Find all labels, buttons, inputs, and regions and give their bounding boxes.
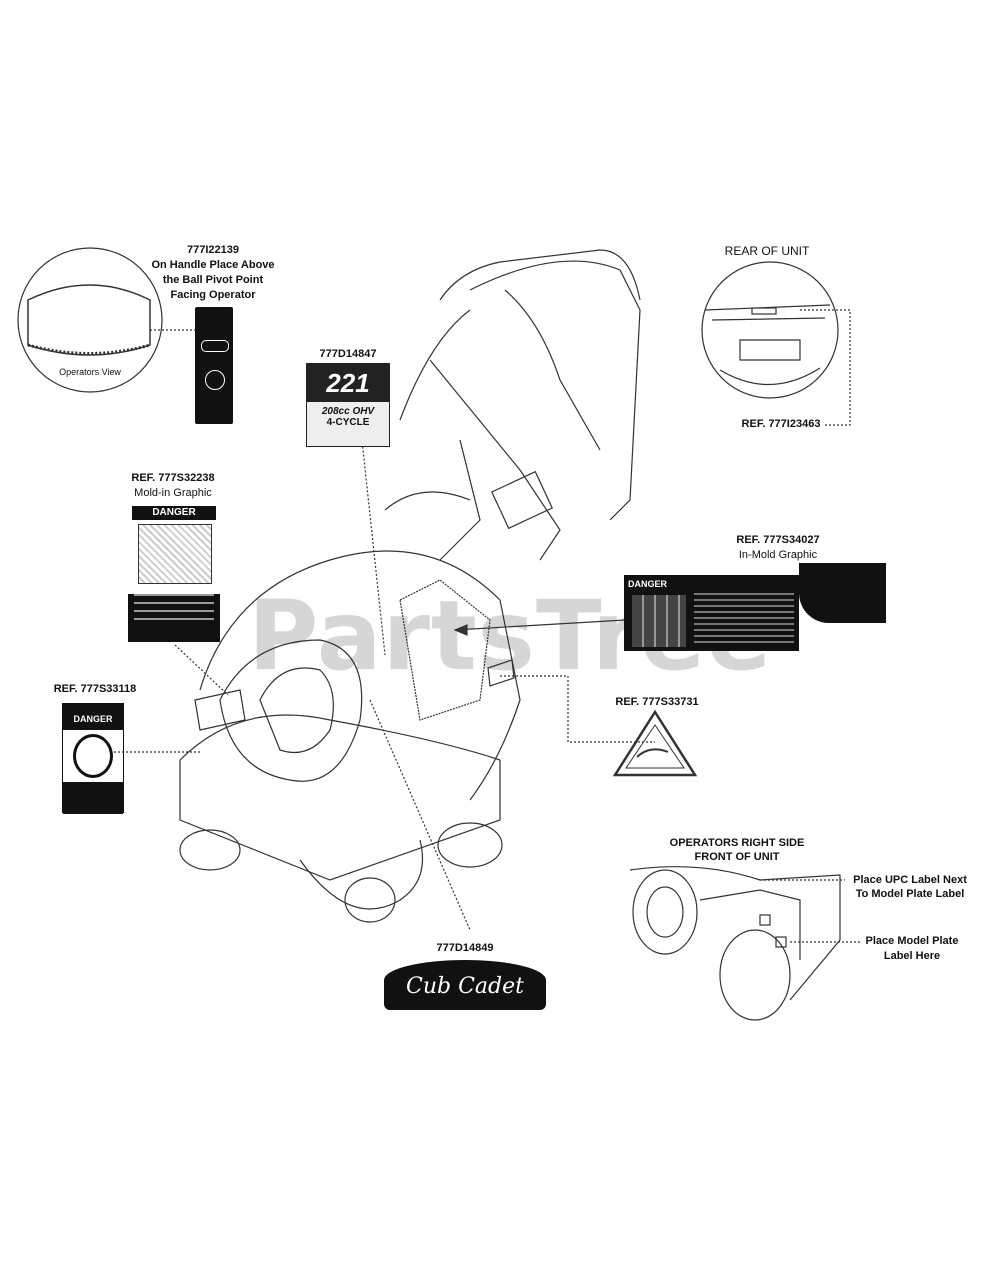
upc-label-line1: Place UPC Label Next xyxy=(853,874,967,886)
brand-logo-text: Cub Cadet xyxy=(406,974,524,999)
triangle-part-number: REF. 777S33731 xyxy=(615,696,699,708)
left-decal-part-number: REF. 777S33118 xyxy=(53,683,137,695)
model-plate-line2: Label Here xyxy=(883,950,941,962)
handle-decal xyxy=(195,307,233,424)
rear-of-unit-heading: REAR OF UNIT xyxy=(724,244,810,258)
rear-label-decal xyxy=(706,434,828,460)
warning-text-block xyxy=(128,594,220,642)
mold-in-graphic-left: DANGER xyxy=(128,506,220,642)
mold-left-part-number: REF. 777S32238 xyxy=(131,472,215,484)
mold-left-sub: Mold-in Graphic xyxy=(134,487,212,499)
warning-triangle-decal xyxy=(612,709,698,777)
in-mold-graphic-right: DANGER xyxy=(624,563,886,651)
brand-part-number: 777D14849 xyxy=(436,942,494,954)
right-danger-banner: DANGER xyxy=(628,579,668,589)
right-side-heading1: OPERATORS RIGHT SIDE xyxy=(669,837,805,849)
rear-of-unit-inset xyxy=(701,261,839,399)
handle-part-number: 777I22139 xyxy=(187,244,239,256)
hand-hazard-icon xyxy=(73,734,113,778)
right-side-heading2: FRONT OF UNIT xyxy=(694,851,780,863)
engine-badge-cc: 208cc OHV xyxy=(321,406,375,417)
brand-decal: Cub Cadet xyxy=(384,960,546,1010)
right-side-front-inset xyxy=(629,866,860,1021)
engine-badge-decal: 221 208cc OHV 4-CYCLE xyxy=(306,363,390,447)
operators-view-inset xyxy=(17,247,163,393)
handle-instruction-line3: Facing Operator xyxy=(170,289,256,301)
handle-instruction-line1: On Handle Place Above xyxy=(151,259,275,271)
danger-banner: DANGER xyxy=(132,506,216,520)
model-plate-line1: Place Model Plate xyxy=(865,935,959,947)
handle-instruction-line2: the Ball Pivot Point xyxy=(162,274,264,286)
upc-label-line2: To Model Plate Label xyxy=(855,888,965,900)
left-decal-banner: DANGER xyxy=(63,704,123,730)
snow-thrower-outline xyxy=(179,249,641,923)
left-decal-text xyxy=(63,782,123,814)
left-danger-decal: DANGER xyxy=(62,703,124,814)
rear-part-number: REF. 777I23463 xyxy=(741,418,821,430)
engine-part-number: 777D14847 xyxy=(319,348,377,360)
engine-badge-number: 221 xyxy=(307,364,389,402)
operators-view-caption: Operators View xyxy=(59,367,121,377)
engine-badge-cycle: 4-CYCLE xyxy=(326,417,370,428)
hazard-pictogram xyxy=(138,524,212,584)
mold-right-part-number: REF. 777S34027 xyxy=(736,534,820,546)
mold-right-sub: In-Mold Graphic xyxy=(738,549,818,561)
